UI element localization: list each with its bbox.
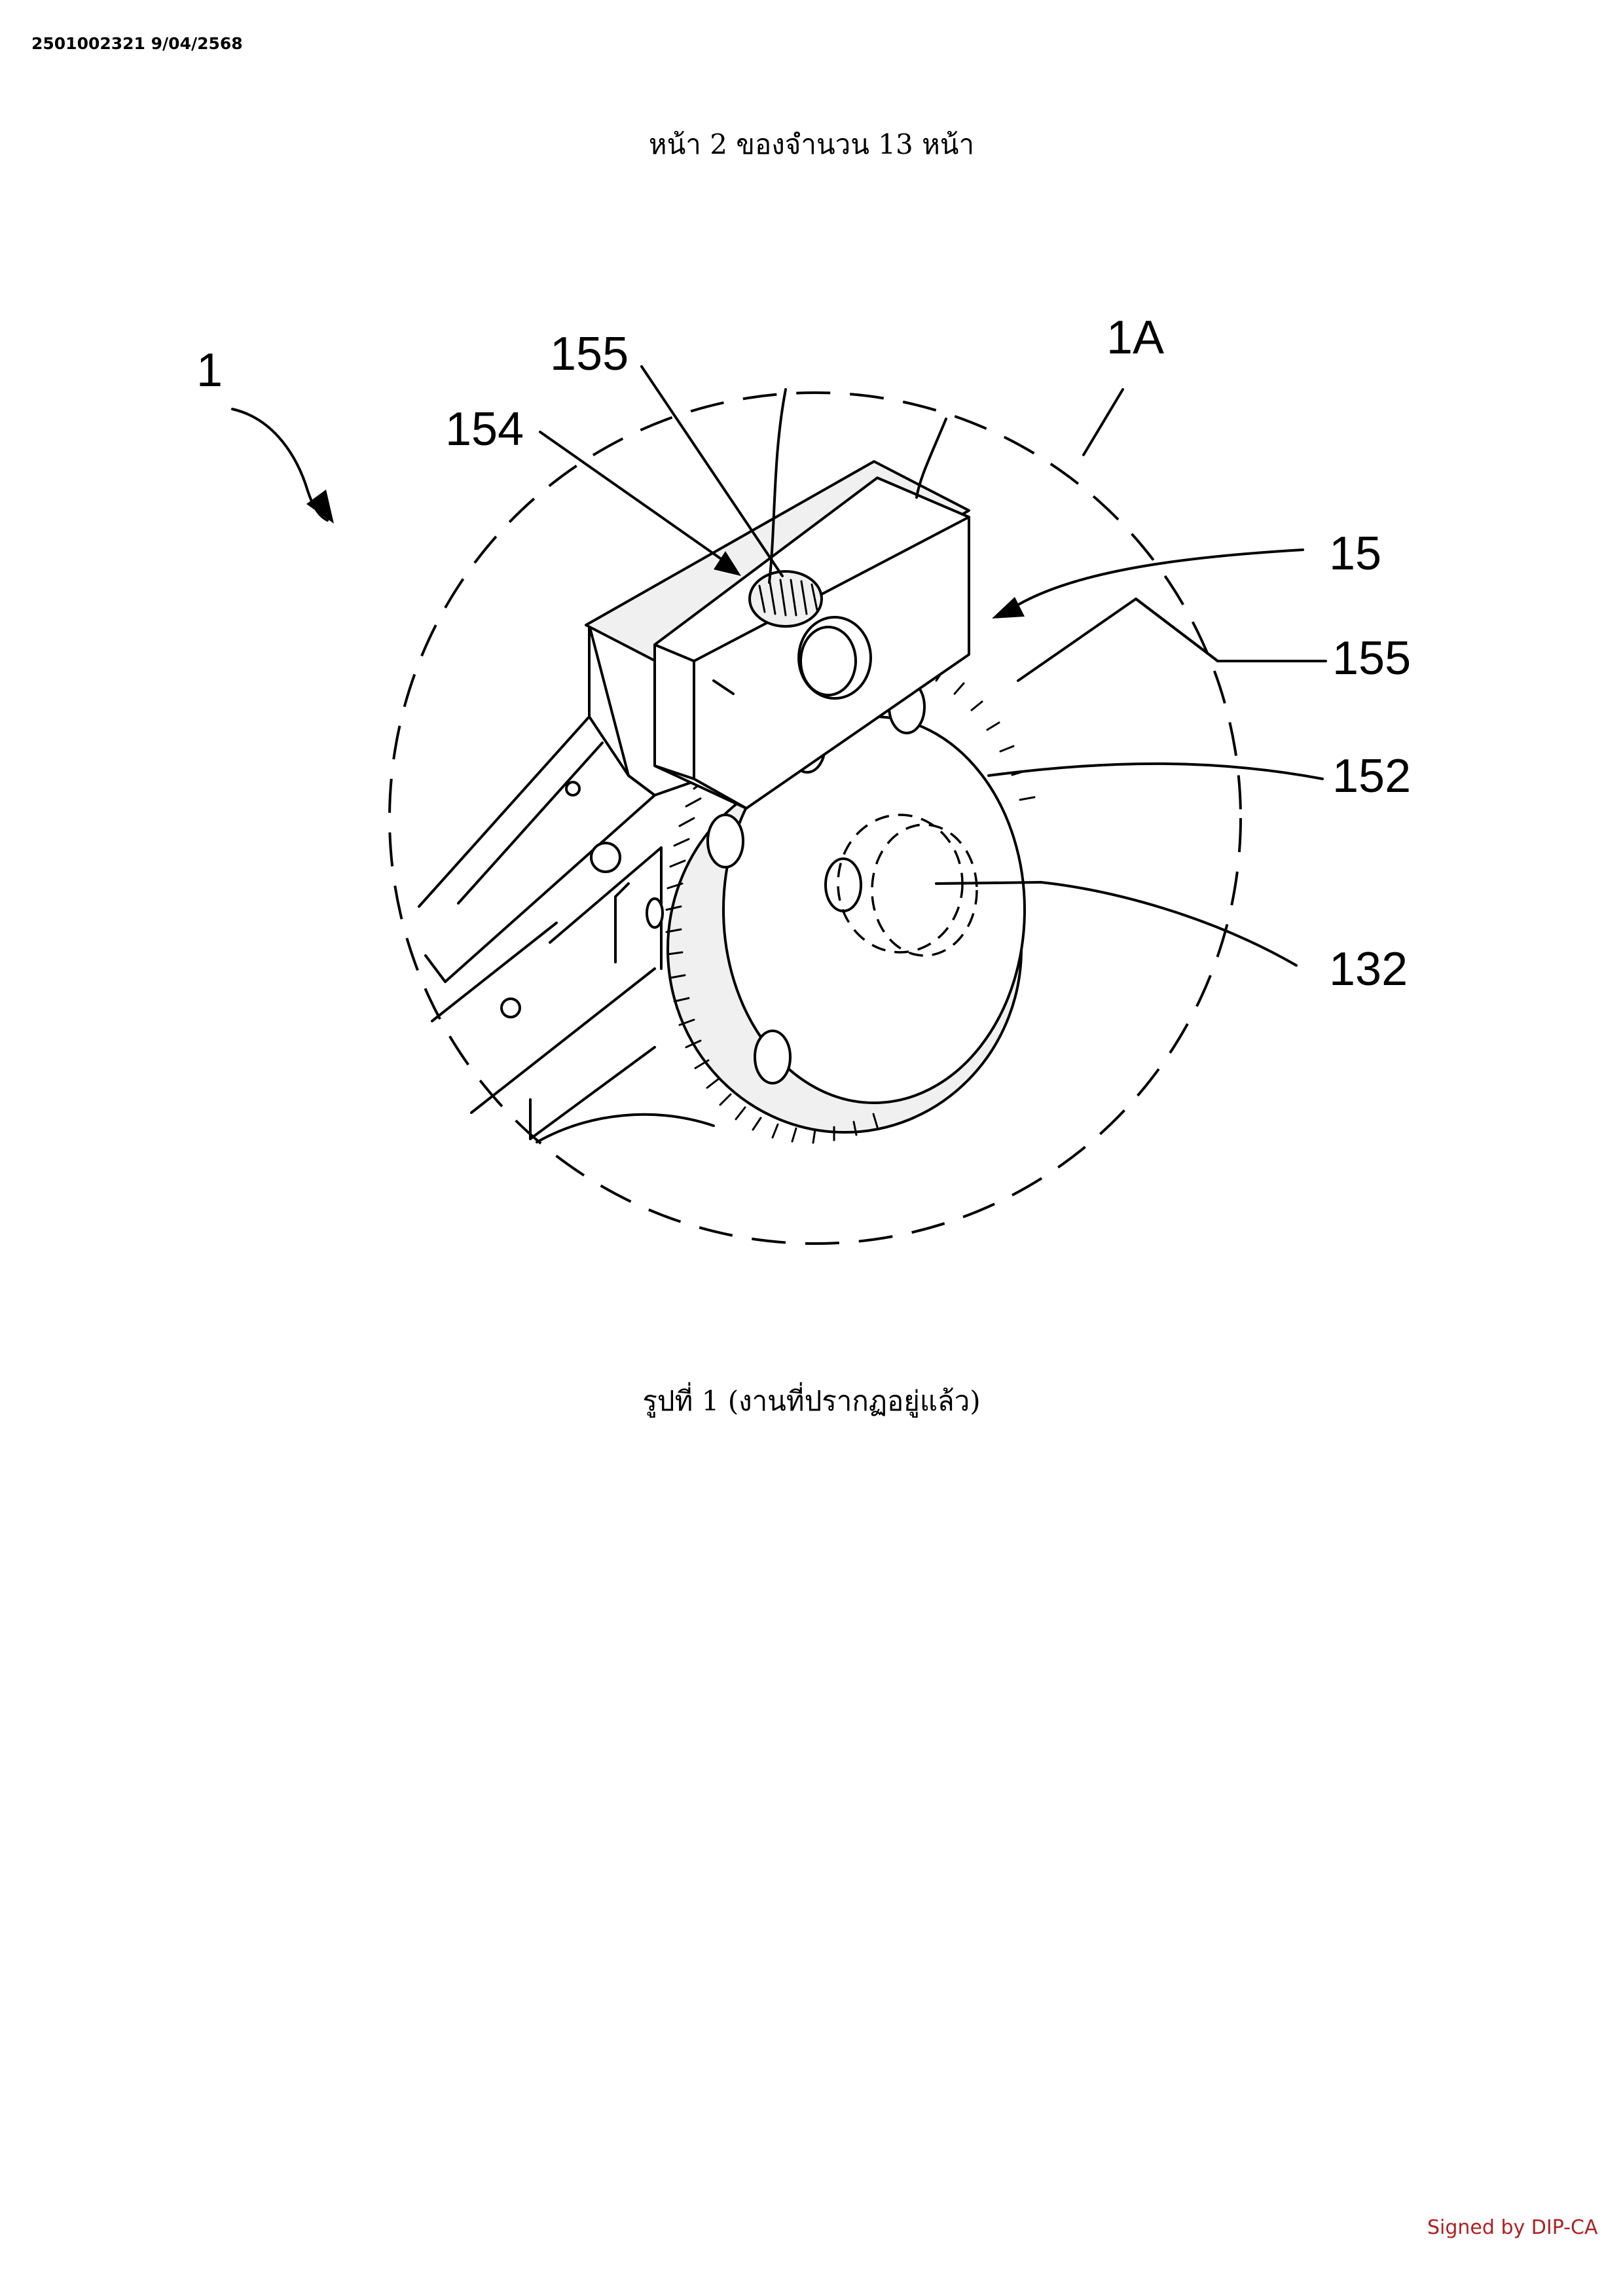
label-gear-disc: 152 [1332,750,1411,802]
page-header: หน้า 2 ของจำนวน 13 หน้า [648,128,975,160]
label-mount-top: 155 [550,328,629,380]
label-gear-ring: 155 [1332,632,1411,685]
detail-circle [388,391,1242,1245]
label-housing: 15 [1329,528,1381,580]
label-axle: 132 [1329,943,1408,996]
figure-caption: รูปที่ 1 (งานที่ปรากฏอยู่แล้ว) [642,1385,981,1417]
leader-lines [231,365,1327,967]
label-shaft: 154 [445,403,524,456]
label-detail-area: 1A [1106,312,1164,364]
document-id: 2501002321 9/04/2568 [31,34,243,53]
signature-stamp: Signed by DIP-CA [1427,2216,1598,2239]
label-assembly: 1 [196,344,223,397]
